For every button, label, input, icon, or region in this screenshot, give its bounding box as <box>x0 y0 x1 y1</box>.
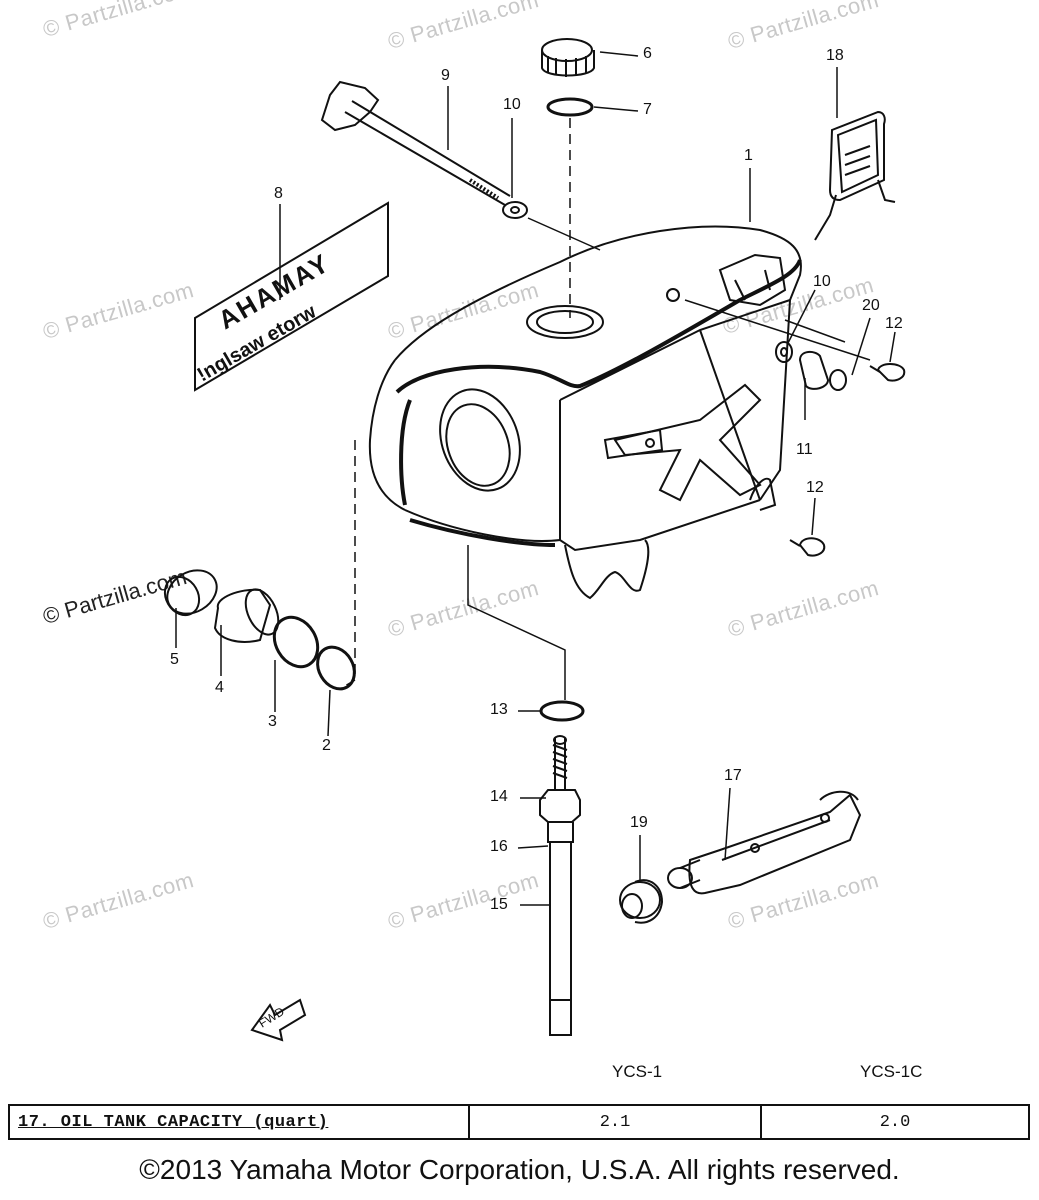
drain-seal <box>539 700 585 722</box>
mount-bracket <box>814 110 896 241</box>
fwd-label: FWD <box>256 1004 287 1031</box>
callout-12b: 12 <box>806 479 824 496</box>
callout-9: 9 <box>441 67 450 84</box>
callout-7: 7 <box>643 101 652 118</box>
spec-label: 17. OIL TANK CAPACITY (quart) <box>18 1112 329 1132</box>
grommet <box>798 350 830 390</box>
callout-2: 2 <box>322 737 331 754</box>
callout-1: 1 <box>744 147 753 164</box>
rubber-grommet <box>619 879 664 924</box>
lower-bracket <box>667 790 862 895</box>
model-ycs-1c: YCS-1C <box>860 1062 923 1081</box>
callout-13: 13 <box>490 701 508 718</box>
table-row: 17. OIL TANK CAPACITY (quart) 2.1 2.0 <box>9 1105 1029 1139</box>
oil-tank <box>368 225 802 600</box>
oil-strainer <box>539 735 581 1036</box>
oil-capacity-table: 17. OIL TANK CAPACITY (quart) 2.1 2.0 <box>8 1104 1030 1140</box>
callout-20: 20 <box>862 297 880 314</box>
callout-19: 19 <box>630 814 648 831</box>
copyright-notice: ©2013 Yamaha Motor Corporation, U.S.A. A… <box>139 1154 900 1185</box>
callout-12a: 12 <box>885 315 903 332</box>
callout-17: 17 <box>724 767 742 784</box>
washer <box>502 201 528 219</box>
callout-10a: 10 <box>503 96 521 113</box>
left-fittings <box>163 569 356 691</box>
callout-6: 6 <box>643 45 652 62</box>
tank-cap <box>541 38 595 77</box>
spec-value-ycs-1c: 2.0 <box>760 1105 1029 1139</box>
o-ring <box>546 97 594 117</box>
callout-11: 11 <box>796 441 813 458</box>
parts-diagram: AHAMAY !nglsaw etorw FWD <box>163 38 906 1042</box>
callout-5: 5 <box>170 651 179 668</box>
screw <box>876 363 906 382</box>
callout-16: 16 <box>490 838 508 855</box>
callout-10b: 10 <box>813 273 831 290</box>
callout-3: 3 <box>268 713 277 730</box>
spec-value-ycs-1: 2.1 <box>468 1105 761 1139</box>
screw <box>798 537 826 557</box>
callout-14: 14 <box>490 788 508 805</box>
tank-bolt <box>320 80 511 206</box>
callout-15: 15 <box>490 896 508 913</box>
model-ycs-1: YCS-1 <box>612 1062 663 1081</box>
callout-4: 4 <box>215 679 224 696</box>
fwd-arrow <box>250 998 307 1042</box>
callout-8: 8 <box>274 185 283 202</box>
callout-18: 18 <box>826 47 844 64</box>
warning-decal <box>194 201 389 392</box>
